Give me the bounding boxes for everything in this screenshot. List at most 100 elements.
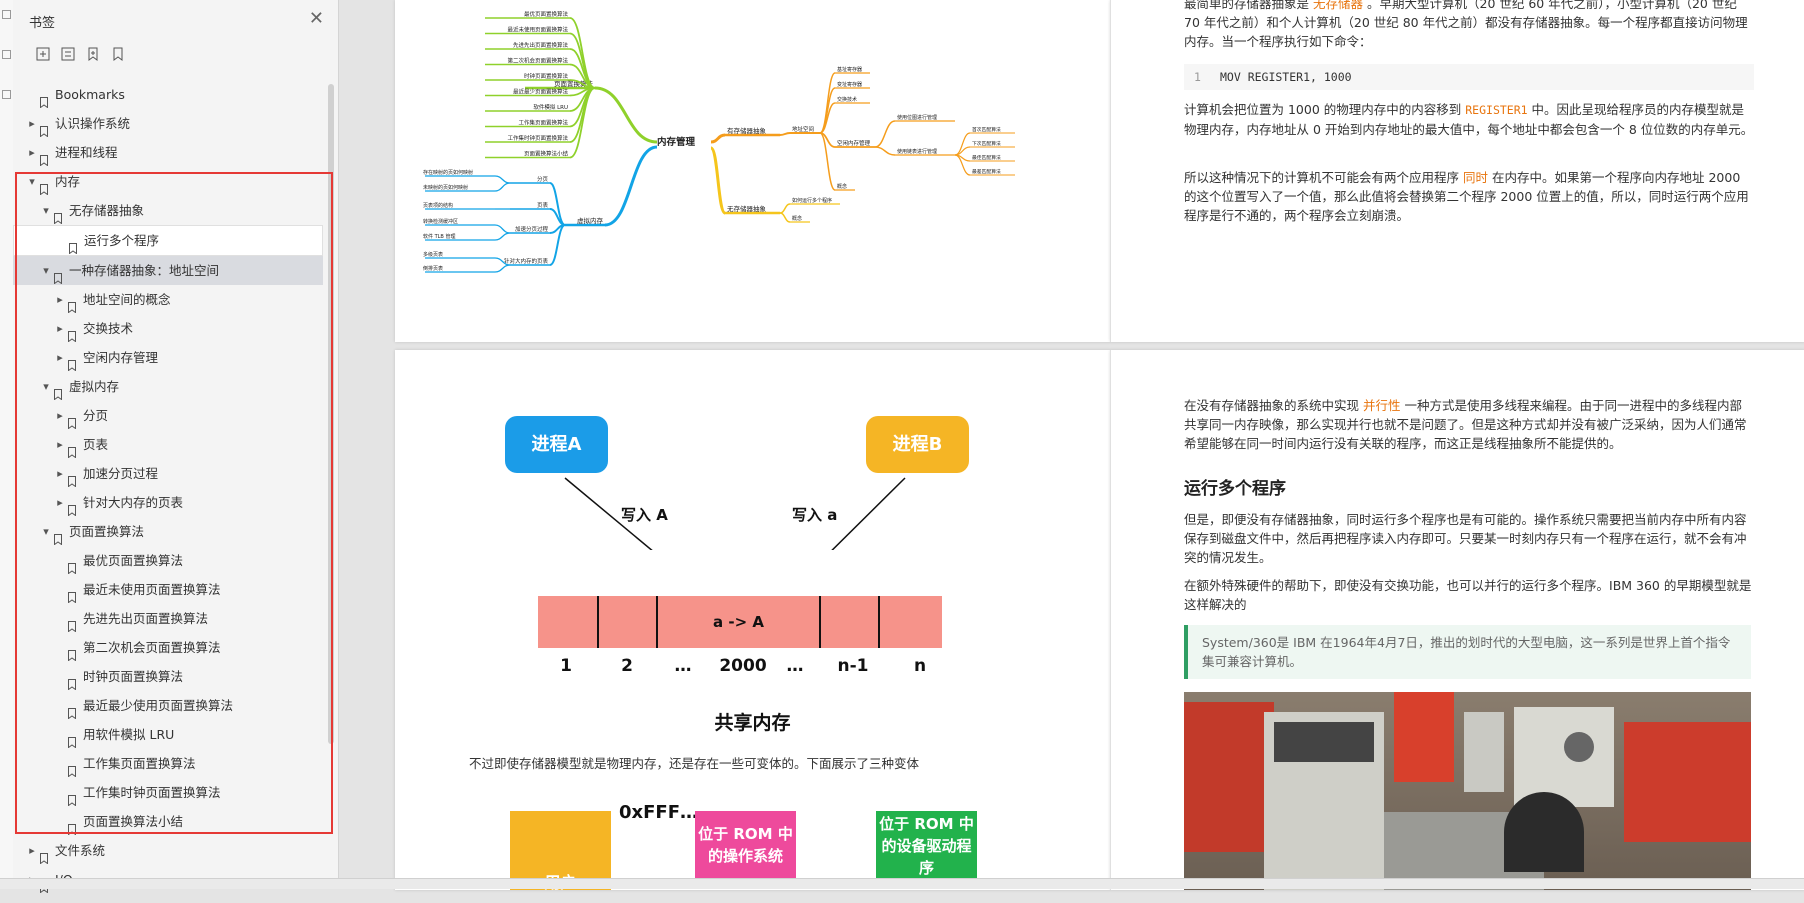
collapse-arrow-icon[interactable]: ▾ — [43, 264, 49, 277]
mindmap-node: 页面置换算法 — [554, 79, 594, 88]
expand-arrow-icon[interactable]: ▸ — [57, 322, 63, 335]
status-bar — [0, 878, 1804, 889]
mindmap-branch — [819, 132, 836, 191]
bookmark-icon — [68, 642, 76, 662]
bookmark-icon — [69, 235, 77, 255]
expand-arrow-icon[interactable]: ▸ — [57, 438, 63, 451]
bookmark-label: 用软件模拟 LRU — [83, 727, 175, 742]
paragraph: 所以这种情况下的计算机不可能会有两个应用程序 同时 在内存中。如果第一个程序向内… — [1184, 170, 1749, 223]
expand-bookmark-icon[interactable] — [85, 46, 101, 62]
page-text-bottom: 在没有存储器抽象的系统中实现 并行性 一种方式是使用多线程来编程。由于同一进程中… — [1110, 350, 1804, 890]
bookmark-item[interactable]: 最近最少使用页面置换算法 — [13, 691, 323, 720]
bookmark-label: 文件系统 — [55, 843, 106, 858]
bookmark-item[interactable]: ▾一种存储器抽象：地址空间 — [13, 256, 323, 285]
bookmark-label: 工作集页面置换算法 — [83, 756, 196, 771]
bookmark-label: 空闲内存管理 — [83, 350, 159, 365]
mindmap-branch — [494, 224, 511, 234]
add-bookmark-icon[interactable] — [35, 46, 51, 62]
bookmark-icon — [68, 323, 76, 343]
add-child-bookmark-icon[interactable] — [60, 46, 76, 62]
bookmark-label: 时钟页面置换算法 — [83, 669, 184, 684]
bookmark-item[interactable]: Bookmarks — [13, 80, 323, 109]
bookmark-item[interactable]: ▸ 地址空间的概念 — [13, 285, 323, 314]
close-icon[interactable]: ✕ — [308, 8, 324, 29]
bookmark-item[interactable]: ▾页面置换算法 — [13, 517, 323, 546]
panel-icon[interactable] — [2, 10, 11, 19]
mindmap-branch — [494, 182, 511, 192]
bookmark-item[interactable]: 工作集页面置换算法 — [13, 749, 323, 778]
bookmark-icon[interactable] — [110, 46, 126, 62]
mindmap-branch — [569, 87, 596, 159]
page-text-top: 最简单的存储器抽象是 无存储器 。早期大型计算机（20 世纪 60 年代之前），… — [1110, 0, 1804, 342]
mindmap-branch — [569, 87, 596, 143]
mindmap-node: 软件模拟 LRU — [533, 103, 568, 111]
bookmark-item[interactable]: 先进先出页面置换算法 — [13, 604, 323, 633]
bookmark-item[interactable]: 时钟页面置换算法 — [13, 662, 323, 691]
collapse-arrow-icon[interactable]: ▾ — [43, 380, 49, 393]
mindmap-node: 转换检测缓冲区 — [423, 218, 458, 225]
bookmark-item[interactable]: 最优页面置换算法 — [13, 546, 323, 575]
collapse-arrow-icon[interactable]: ▾ — [29, 175, 35, 188]
bookmark-item[interactable]: 用软件模拟 LRU — [13, 720, 323, 749]
expand-arrow-icon[interactable]: ▸ — [57, 409, 63, 422]
bookmark-icon — [68, 439, 76, 459]
address-label: … — [674, 656, 692, 676]
address-label: n — [913, 656, 927, 676]
bookmark-icon — [68, 758, 76, 778]
mindmap-branch — [549, 224, 566, 266]
section-heading: 运行多个程序 — [1184, 479, 1286, 499]
bookmark-item[interactable]: ▾内存 — [13, 167, 323, 196]
sidebar-scrollbar[interactable] — [328, 84, 334, 744]
bookmark-item[interactable]: ▸ 空闲内存管理 — [13, 343, 323, 372]
expand-arrow-icon[interactable]: ▸ — [29, 844, 35, 857]
bookmark-label: 分页 — [83, 408, 109, 423]
bookmark-item[interactable]: ▾无存储器抽象 — [13, 196, 323, 225]
bookmark-item[interactable]: ▸交换技术 — [13, 314, 323, 343]
bookmark-item[interactable]: ▸加速分页过程 — [13, 459, 323, 488]
bookmark-label: Bookmarks — [55, 87, 125, 102]
paragraph: 在没有存储器抽象的系统中实现 并行性 一种方式是使用多线程来编程。由于同一进程中… — [1184, 398, 1747, 451]
bookmark-item[interactable]: 最近未使用页面置换算法 — [13, 575, 323, 604]
mindmap-branch — [819, 87, 836, 134]
collapse-arrow-icon[interactable]: ▾ — [43, 525, 49, 538]
mindmap-node: 地址空间 — [792, 125, 814, 133]
bookmark-item[interactable]: ▸页表 — [13, 430, 323, 459]
bookmark-label: 认识操作系统 — [55, 116, 131, 131]
sidebar-toolbar — [13, 38, 338, 72]
expand-arrow-icon[interactable]: ▸ — [57, 351, 63, 364]
bookmark-label: 针对大内存的页表 — [83, 495, 184, 510]
bookmark-label: 最近最少使用页面置换算法 — [83, 698, 234, 713]
bookmark-icon — [54, 205, 62, 225]
bookmark-item[interactable]: ▸ 文件系统 — [13, 836, 323, 865]
mindmap-branch — [779, 132, 791, 136]
panel-icon[interactable] — [2, 50, 11, 59]
collapse-arrow-icon[interactable]: ▾ — [43, 204, 49, 217]
bookmark-item[interactable]: 第二次机会页面置换算法 — [13, 633, 323, 662]
process-b-box: 进程B — [866, 416, 969, 473]
bookmark-tree: Bookmarks ▸ 认识操作系统 ▸进程和线程▾内存▾无存储器抽象运行多个程序▾一… — [13, 80, 323, 894]
rom-os-box: 位于 ROM 中的操作系统 — [695, 811, 796, 881]
mindmap-node: 最近最少页面置换算法 — [513, 88, 569, 96]
bookmark-item[interactable]: 工作集时钟页面置换算法 — [13, 778, 323, 807]
bookmark-label: 地址空间的概念 — [83, 292, 171, 307]
expand-arrow-icon[interactable]: ▸ — [57, 496, 63, 509]
expand-arrow-icon[interactable]: ▸ — [29, 146, 35, 159]
bookmark-item[interactable]: 页面置换算法小结 — [13, 807, 323, 836]
mindmap-branch — [779, 212, 791, 223]
shared-memory-bar: a -> A — [538, 596, 942, 648]
bookmark-item[interactable]: ▸ 认识操作系统 — [13, 109, 323, 138]
bookmark-item[interactable]: ▾虚拟内存 — [13, 372, 323, 401]
expand-arrow-icon[interactable]: ▸ — [29, 117, 35, 130]
bookmark-item[interactable]: 运行多个程序 — [13, 225, 323, 256]
mindmap-node: 页面置换算法小结 — [524, 150, 569, 158]
mindmap-node: 倒排页表 — [423, 265, 443, 272]
mindmap-node: 内存管理 — [657, 136, 696, 148]
bookmark-item[interactable]: ▸ 针对大内存的页表 — [13, 488, 323, 517]
expand-arrow-icon[interactable]: ▸ — [57, 467, 63, 480]
mindmap-node: 首次匹配算法 — [972, 126, 1001, 133]
bookmark-item[interactable]: ▸ 分页 — [13, 401, 323, 430]
bookmark-item[interactable]: ▸进程和线程 — [13, 138, 323, 167]
expand-arrow-icon[interactable]: ▸ — [57, 293, 63, 306]
bookmarks-sidebar: 书签 ✕ Bookmarks▸认识操作系统▸进程和线程▾内存▾无存储器抽象运行多… — [13, 0, 339, 894]
panel-icon[interactable] — [2, 90, 11, 99]
